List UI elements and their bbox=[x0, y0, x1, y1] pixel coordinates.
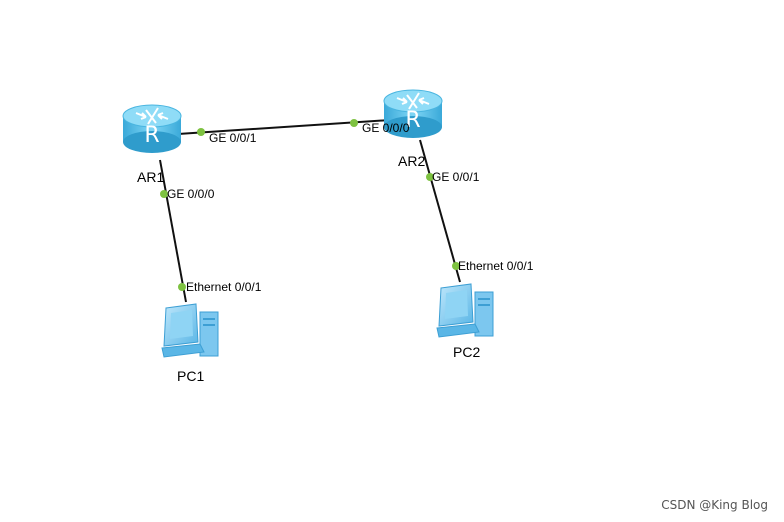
link-ar2-pc2[interactable] bbox=[419, 139, 461, 283]
router-ar1-icon[interactable] bbox=[122, 104, 182, 154]
port-dot-ar2-ge000 bbox=[350, 119, 358, 127]
device-name-pc1: PC1 bbox=[177, 368, 204, 384]
port-label-ar1-ge001: GE 0/0/1 bbox=[209, 131, 257, 145]
port-dot-pc2-eth001 bbox=[452, 262, 460, 270]
port-label-pc2-eth001: Ethernet 0/0/1 bbox=[458, 259, 534, 273]
port-label-pc1-eth001: Ethernet 0/0/1 bbox=[186, 280, 262, 294]
port-label-ar1-ge000: GE 0/0/0 bbox=[167, 187, 215, 201]
pc1-icon[interactable] bbox=[161, 303, 219, 358]
device-name-pc2: PC2 bbox=[453, 344, 480, 360]
device-name-ar1: AR1 bbox=[137, 169, 164, 185]
port-dot-pc1-eth001 bbox=[178, 283, 186, 291]
port-dot-ar2-ge001 bbox=[426, 173, 434, 181]
watermark: CSDN @King Blog bbox=[661, 498, 768, 512]
link-ar1-pc1[interactable] bbox=[159, 159, 187, 303]
port-dot-ar1-ge001 bbox=[197, 128, 205, 136]
device-name-ar2: AR2 bbox=[398, 153, 425, 169]
port-label-ar2-ge000: GE 0/0/0 bbox=[362, 121, 410, 135]
port-label-ar2-ge001: GE 0/0/1 bbox=[432, 170, 480, 184]
port-dot-ar1-ge000 bbox=[160, 190, 168, 198]
pc2-icon[interactable] bbox=[436, 283, 494, 338]
